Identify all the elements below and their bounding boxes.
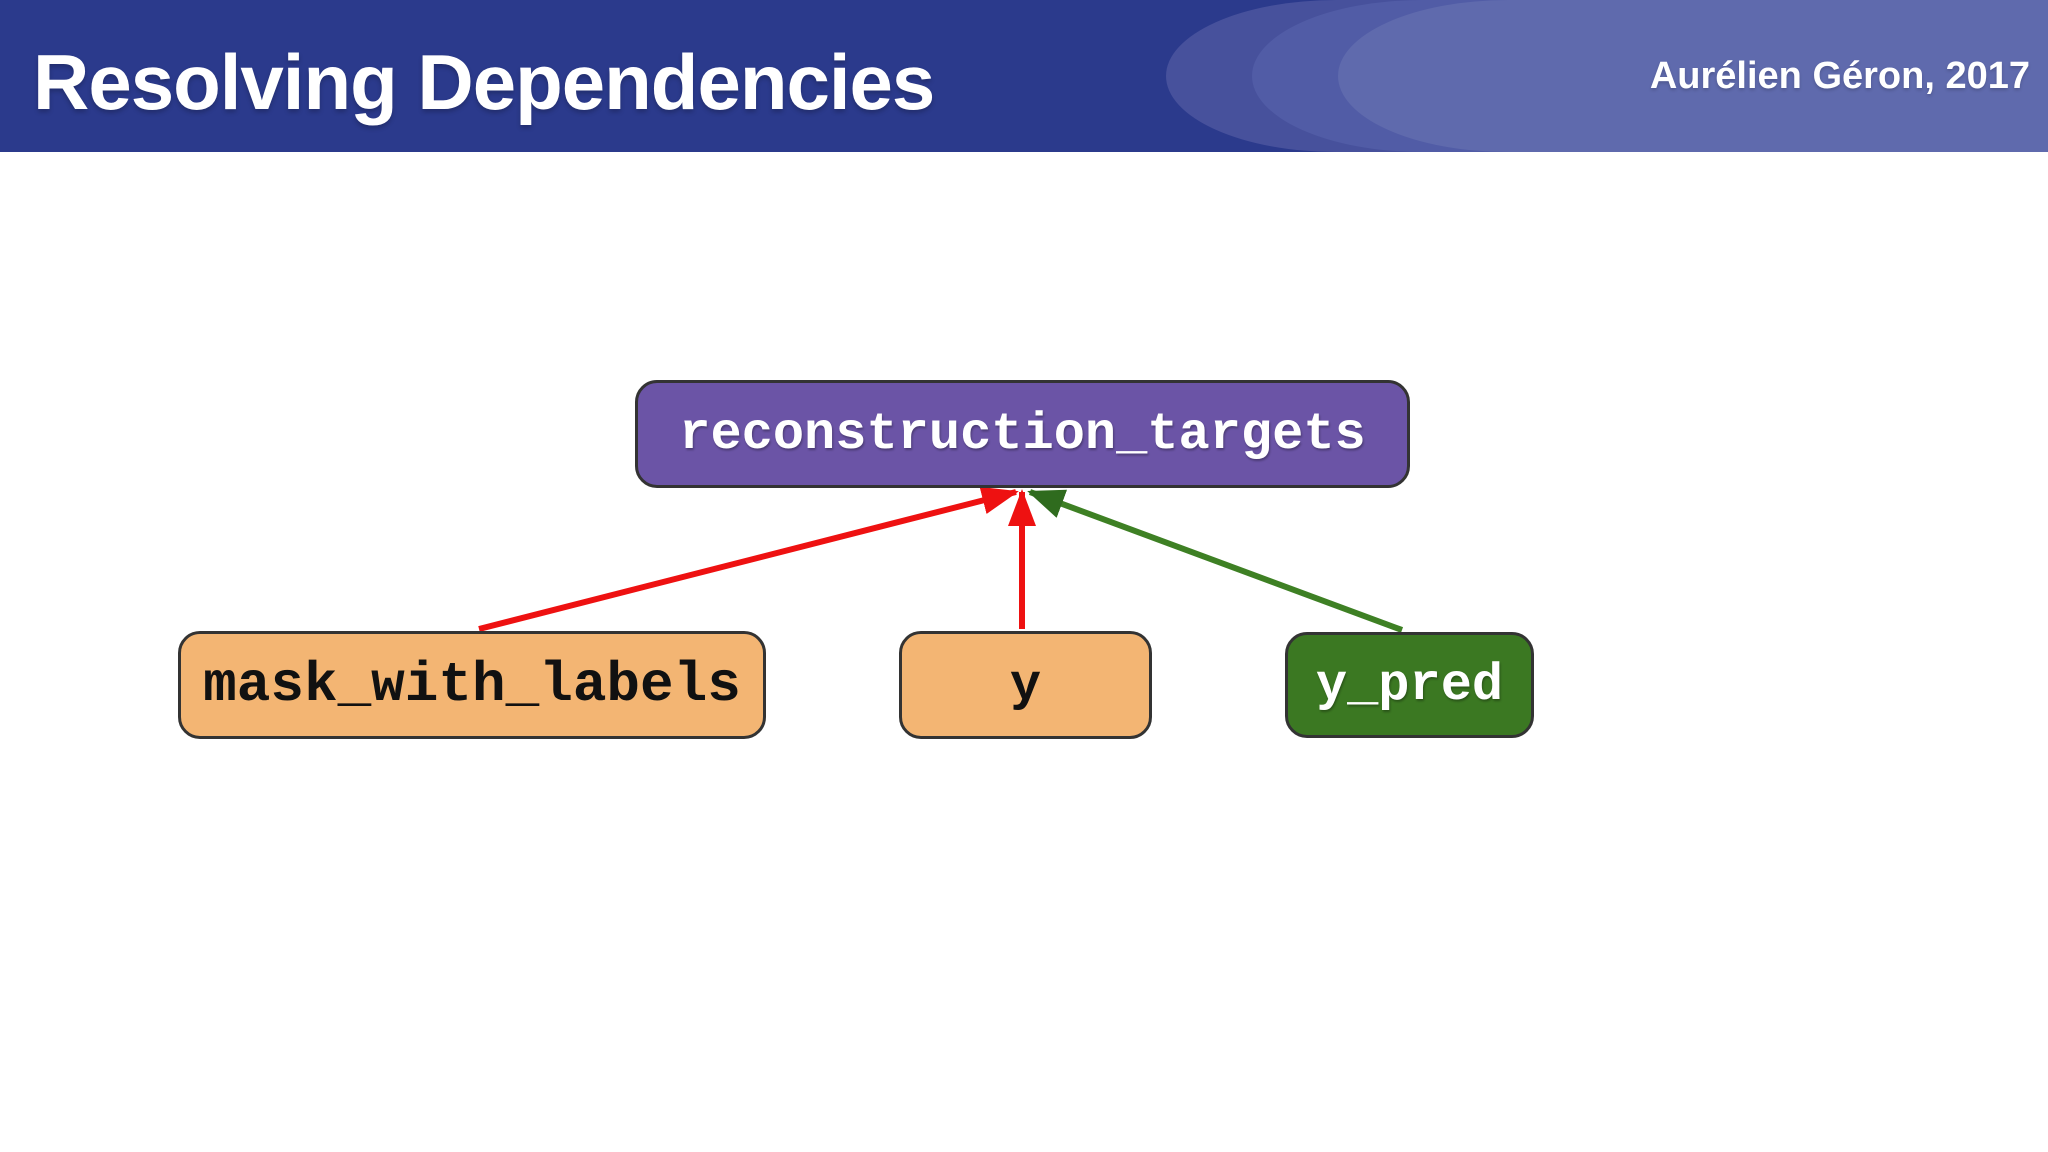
node-reconstruction-targets: reconstruction_targets bbox=[635, 380, 1410, 488]
edge-y-pred-to-reconstruction-targets bbox=[1027, 489, 1404, 633]
node-label: y_pred bbox=[1315, 655, 1504, 715]
node-y: y bbox=[899, 631, 1152, 739]
edge-mask-with-labels-to-reconstruction-targets bbox=[478, 486, 1019, 632]
node-label: y bbox=[1009, 655, 1042, 715]
slide-header: Resolving Dependencies Aurélien Géron, 2… bbox=[0, 0, 2048, 152]
node-label: reconstruction_targets bbox=[679, 404, 1366, 464]
page-title: Resolving Dependencies bbox=[33, 37, 935, 126]
header-swoosh-shape bbox=[1338, 0, 2048, 152]
node-y-pred: y_pred bbox=[1285, 632, 1534, 738]
node-label: mask_with_labels bbox=[203, 653, 741, 717]
attribution-text: Aurélien Géron, 2017 bbox=[1649, 54, 2030, 97]
node-mask-with-labels: mask_with_labels bbox=[178, 631, 766, 739]
